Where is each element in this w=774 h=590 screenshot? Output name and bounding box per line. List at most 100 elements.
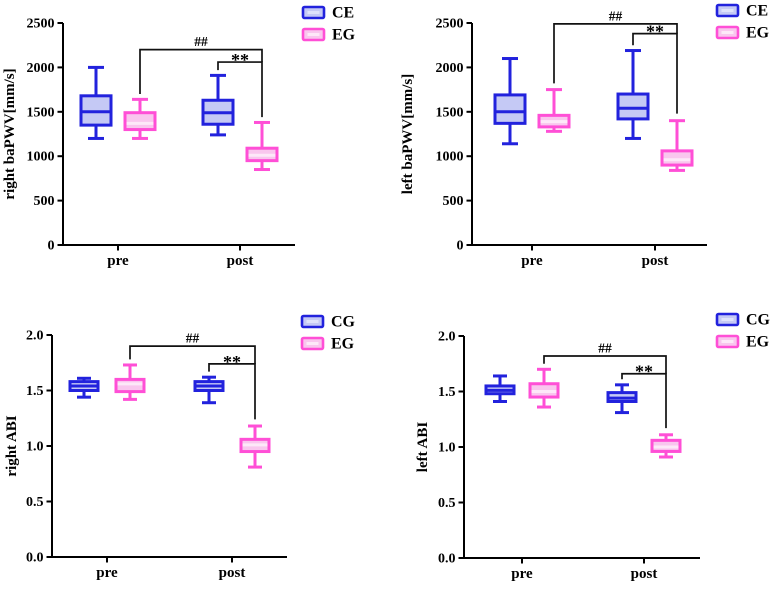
x-category-label: pre (511, 566, 533, 582)
y-tick-label: 0.0 (26, 551, 44, 566)
legend-item-EG: EG (715, 25, 770, 42)
y-tick-label: 2000 (27, 61, 55, 76)
y-tick-label: 1.0 (26, 440, 44, 455)
y-tick-label: 1.5 (438, 385, 456, 400)
box-CG-pre (68, 376, 100, 399)
y-tick-label: 2000 (436, 61, 464, 76)
y-tick-label: 2500 (27, 17, 55, 32)
panel-left-abi: 0.0 0.5 1.0 1.5 2.0 pre post left ABI ## ** CG EG (387, 295, 774, 590)
legend-label: CE (746, 3, 768, 20)
y-tick-label: 1000 (436, 150, 464, 165)
bracket-stars: ** (632, 22, 678, 114)
axes (471, 23, 707, 246)
x-category-label: post (642, 253, 669, 269)
legend-label: EG (331, 336, 355, 353)
x-category-label: pre (107, 253, 129, 269)
y-tick-label: 0.5 (26, 495, 44, 510)
legend-label: EG (746, 334, 770, 351)
legend-item-EG: EG (715, 334, 770, 351)
legend-item-EG: EG (301, 27, 356, 44)
sig-label-hash: ## (194, 34, 208, 49)
sig-label-hash: ## (598, 340, 612, 355)
legend-item-CG: CG (715, 312, 771, 329)
bracket-stars: ** (621, 362, 667, 429)
sig-label-stars: ** (231, 50, 249, 70)
x-category-label: post (227, 253, 254, 269)
x-category-label: post (631, 566, 658, 582)
y-tick-label: 2.0 (438, 330, 456, 345)
x-category-label: pre (521, 253, 543, 269)
panel-right-bapwv: 0 500 1000 1500 2000 2500 pre post right baPWV[m… (0, 0, 387, 295)
y-tick-label: 1500 (27, 105, 55, 120)
bracket-line (129, 345, 256, 364)
legend-item-CE: CE (301, 5, 354, 22)
chart-svg-left-bapwv: 0 500 1000 1500 2000 2500 pre post left baPWV[mm… (400, 3, 770, 270)
legend-label: CG (331, 314, 356, 331)
y-tick-label: 2.0 (26, 329, 44, 344)
iqr-box (616, 92, 650, 121)
box-EG-post (660, 119, 694, 172)
y-axis-title: left baPWV[mm/s] (400, 74, 416, 194)
chart-svg-right-bapwv: 0 500 1000 1500 2000 2500 pre post right baPWV[m… (2, 5, 356, 270)
bracket-line (632, 32, 678, 114)
sig-label-hash: ## (186, 331, 200, 346)
bracket-line (217, 61, 263, 118)
bracket-hash: ## (129, 331, 256, 364)
bracket-hash: ## (543, 340, 667, 374)
bracket-hash: ## (139, 34, 263, 95)
box-CG-pre (484, 374, 516, 403)
legend-label: EG (332, 27, 356, 44)
box-EG-post (239, 424, 271, 469)
bracket-line (553, 23, 678, 84)
sig-label-stars: ** (223, 352, 241, 372)
chart-svg-left-abi: 0.0 0.5 1.0 1.5 2.0 pre post left ABI ## ** CG EG (415, 312, 771, 583)
iqr-box (493, 93, 527, 125)
box-EG-pre (123, 97, 157, 140)
y-tick-label: 0 (457, 239, 464, 254)
box-EG-pre (537, 88, 571, 133)
bracket-line (543, 355, 667, 374)
y-tick-label: 0.5 (438, 496, 456, 511)
sig-label-stars: ** (646, 22, 664, 42)
bracket-stars: ** (217, 50, 263, 118)
sig-label-hash: ## (609, 8, 623, 23)
y-axis-title: left ABI (415, 422, 431, 473)
iqr-box (123, 111, 157, 132)
box-EG-post (650, 433, 682, 459)
box-EG-pre (114, 363, 146, 401)
box-CE-post (201, 73, 235, 137)
bracket-line (208, 363, 256, 420)
box-CE-pre (493, 57, 527, 146)
y-tick-label: 1.0 (438, 441, 456, 456)
bracket-hash: ## (553, 8, 678, 84)
iqr-box (114, 377, 146, 394)
y-tick-label: 1000 (27, 150, 55, 165)
x-category-label: pre (96, 565, 118, 581)
y-tick-label: 500 (443, 194, 464, 209)
y-axis-title: right ABI (4, 415, 20, 476)
y-tick-label: 1500 (436, 105, 464, 120)
sig-label-stars: ** (635, 362, 653, 382)
y-tick-label: 2500 (436, 17, 464, 32)
box-EG-pre (528, 367, 560, 409)
bracket-line (621, 372, 667, 429)
legend-label: EG (746, 25, 770, 42)
bracket-line (139, 48, 263, 95)
x-category-label: post (219, 565, 246, 581)
legend-item-EG: EG (300, 336, 355, 353)
y-tick-label: 0.0 (438, 552, 456, 567)
y-tick-label: 0 (48, 239, 55, 254)
legend-item-CG: CG (300, 314, 356, 331)
box-CG-post (193, 375, 225, 405)
axes (62, 23, 295, 246)
box-CG-post (606, 383, 638, 415)
iqr-box (660, 149, 694, 167)
box-CE-pre (79, 65, 113, 140)
y-axis-title: right baPWV[mm/s] (2, 68, 18, 199)
box-CE-post (616, 49, 650, 140)
legend-label: CE (332, 5, 354, 22)
y-tick-label: 500 (34, 194, 55, 209)
